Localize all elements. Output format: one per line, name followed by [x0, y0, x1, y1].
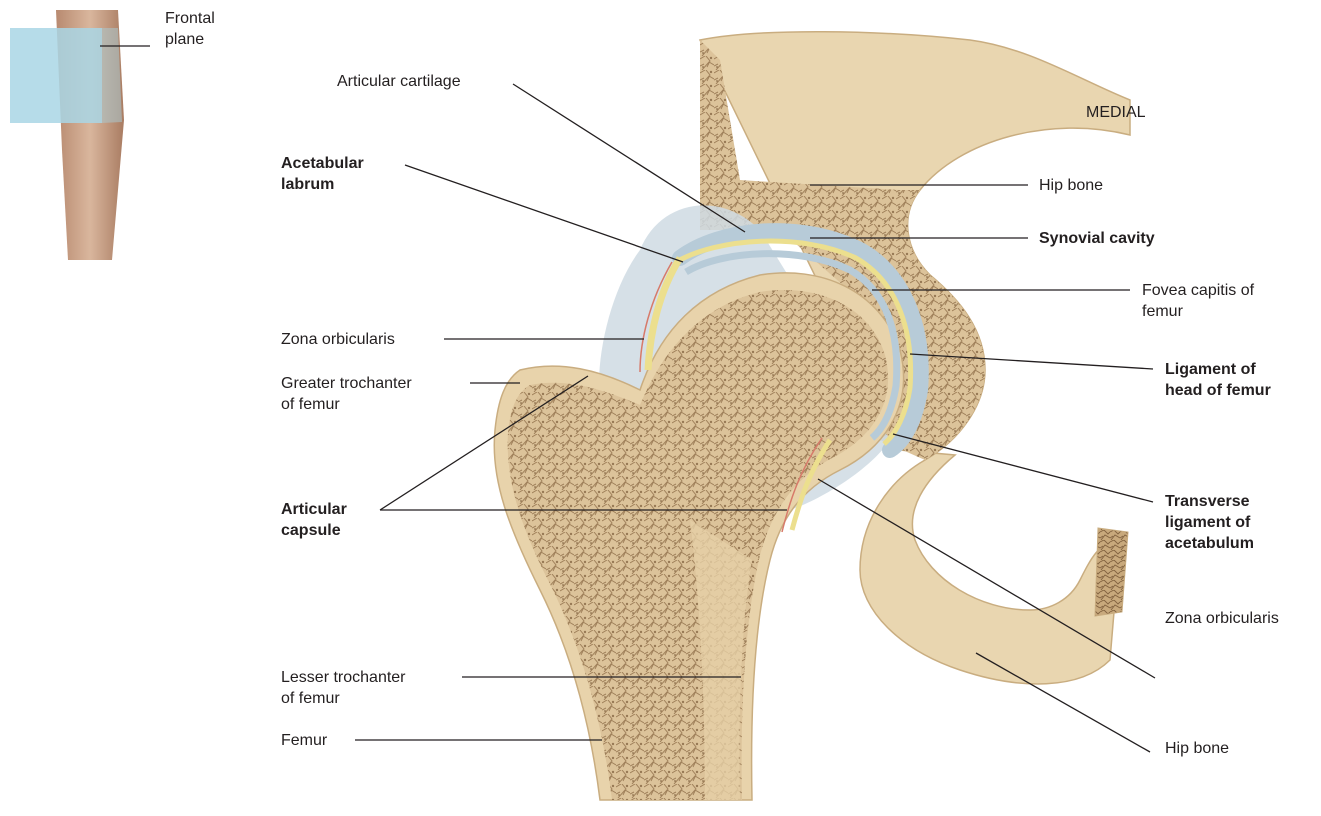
- label-femur: Femur: [281, 730, 327, 751]
- frontal-plane-sheet: [10, 28, 102, 123]
- label-lesser-trochanter: Lesser trochanter of femur: [281, 667, 406, 709]
- femur-shape: [494, 273, 903, 800]
- label-acetabular-labrum: Acetabular labrum: [281, 153, 364, 195]
- label-transverse-ligament: Transverse ligament of acetabulum: [1165, 491, 1254, 554]
- label-articular-cartilage: Articular cartilage: [337, 71, 461, 92]
- label-zona-orbicularis-left: Zona orbicularis: [281, 329, 395, 350]
- label-medial: MEDIAL: [1086, 102, 1146, 123]
- label-hip-bone-top: Hip bone: [1039, 175, 1103, 196]
- frontal-plane-inset: [10, 10, 128, 260]
- label-ligament-of-head: Ligament of head of femur: [1165, 359, 1271, 401]
- label-zona-orbicularis-right: Zona orbicularis: [1165, 608, 1279, 629]
- label-articular-capsule: Articular capsule: [281, 499, 347, 541]
- label-hip-bone-bottom: Hip bone: [1165, 738, 1229, 759]
- label-frontal-plane: Frontal plane: [165, 8, 215, 50]
- label-greater-trochanter: Greater trochanter of femur: [281, 373, 412, 415]
- label-synovial-cavity: Synovial cavity: [1039, 228, 1155, 249]
- label-fovea-capitis: Fovea capitis of femur: [1142, 280, 1254, 322]
